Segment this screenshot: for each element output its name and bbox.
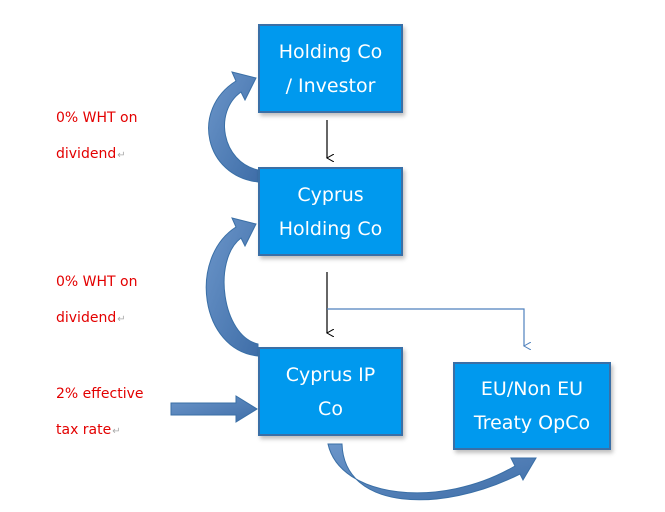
paragraph-mark: ↵ — [112, 426, 121, 437]
note-wht-top-line1: 0% WHT on — [56, 110, 138, 126]
curved-arrow-dividend-top — [208, 71, 259, 183]
node-cyprus-holding-co: Cyprus Holding Co — [258, 167, 403, 256]
node-holding-line2: / Investor — [285, 74, 376, 97]
curved-arrow-dividend-mid — [205, 217, 259, 357]
node-cyprus-holding-line2: Holding Co — [278, 217, 383, 240]
paragraph-mark: ↵ — [117, 150, 126, 161]
node-opco-line2: Treaty OpCo — [473, 412, 591, 434]
note-wht-mid: 0% WHT on dividend↵ — [56, 264, 137, 338]
node-holding-line1: Holding Co — [278, 40, 383, 63]
node-opco-line1: EU/Non EU — [480, 378, 584, 400]
note-tax-line1: 2% effective — [56, 386, 144, 402]
note-wht-mid-line1: 0% WHT on — [56, 274, 138, 290]
block-arrow-tax — [170, 395, 258, 423]
node-cyprus-holding-line1: Cyprus — [297, 183, 364, 206]
note-tax-rate: 2% effective tax rate↵ — [56, 376, 144, 450]
node-holding-co-investor: Holding Co / Investor — [258, 24, 403, 113]
note-wht-mid-line2: dividend↵ — [56, 310, 126, 326]
flow-arrow-branch-to-opco — [327, 308, 524, 346]
paragraph-mark: ↵ — [117, 314, 126, 325]
node-cyprus-ip-co: Cyprus IP Co — [258, 347, 403, 436]
node-eu-non-eu-treaty-opco: EU/Non EU Treaty OpCo — [453, 362, 611, 450]
node-cyprus-ip-line2: Co — [318, 397, 343, 420]
note-wht-top-line2: dividend↵ — [56, 146, 126, 162]
curved-arrow-ip-to-opco — [327, 443, 537, 501]
note-tax-line2: tax rate↵ — [56, 422, 121, 438]
note-wht-top: 0% WHT on dividend↵ — [56, 100, 137, 174]
node-cyprus-ip-line1: Cyprus IP — [285, 363, 376, 386]
